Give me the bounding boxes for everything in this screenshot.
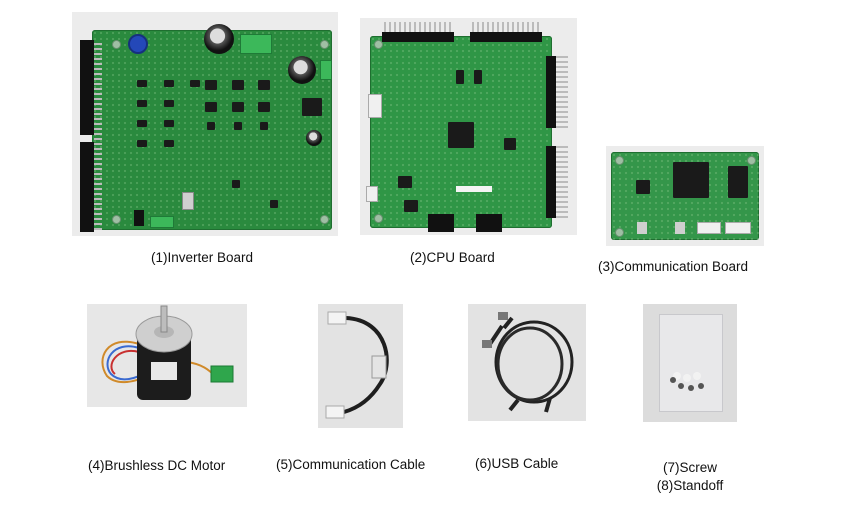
- caption-communication-board: (3)Communication Board: [598, 259, 749, 274]
- caption-usb-cable: (6)USB Cable: [475, 456, 559, 471]
- potentiometer: [128, 34, 148, 54]
- caption-inverter-board: (1)Inverter Board: [151, 250, 254, 265]
- cpu-board-photo: [360, 18, 577, 235]
- cpu-pcb: [366, 22, 568, 232]
- caption-communication-cable: (5)Communication Cable: [276, 457, 426, 472]
- usb-cable-icon: [482, 312, 574, 413]
- screw-standoff-photo: [643, 304, 737, 422]
- fpga-chip: [673, 162, 709, 198]
- capacitor-large: [204, 24, 234, 54]
- inverter-pcb: [80, 24, 332, 232]
- caption-standoff: (8)Standoff: [656, 478, 724, 493]
- caption-brushless-dc-motor: (4)Brushless DC Motor: [88, 458, 226, 473]
- communication-cable-icon: [325, 311, 389, 419]
- communication-cable-photo: [318, 304, 403, 428]
- mcu-chip: [448, 122, 474, 148]
- caption-screw: (7)Screw: [662, 460, 717, 475]
- caption-cpu-board: (2)CPU Board: [410, 250, 495, 265]
- inverter-board-photo: [72, 12, 338, 236]
- usb-cable-photo: [468, 304, 586, 421]
- communication-board-photo: [606, 146, 764, 246]
- brushless-dc-motor-photo: [87, 304, 247, 407]
- motor-icon: [101, 305, 234, 400]
- power-terminal: [240, 34, 272, 54]
- screws-icon: [670, 372, 704, 391]
- left-header-top: [80, 40, 94, 135]
- left-header-bottom: [80, 142, 94, 232]
- plastic-bag: [659, 314, 723, 412]
- communication-pcb: [611, 152, 759, 240]
